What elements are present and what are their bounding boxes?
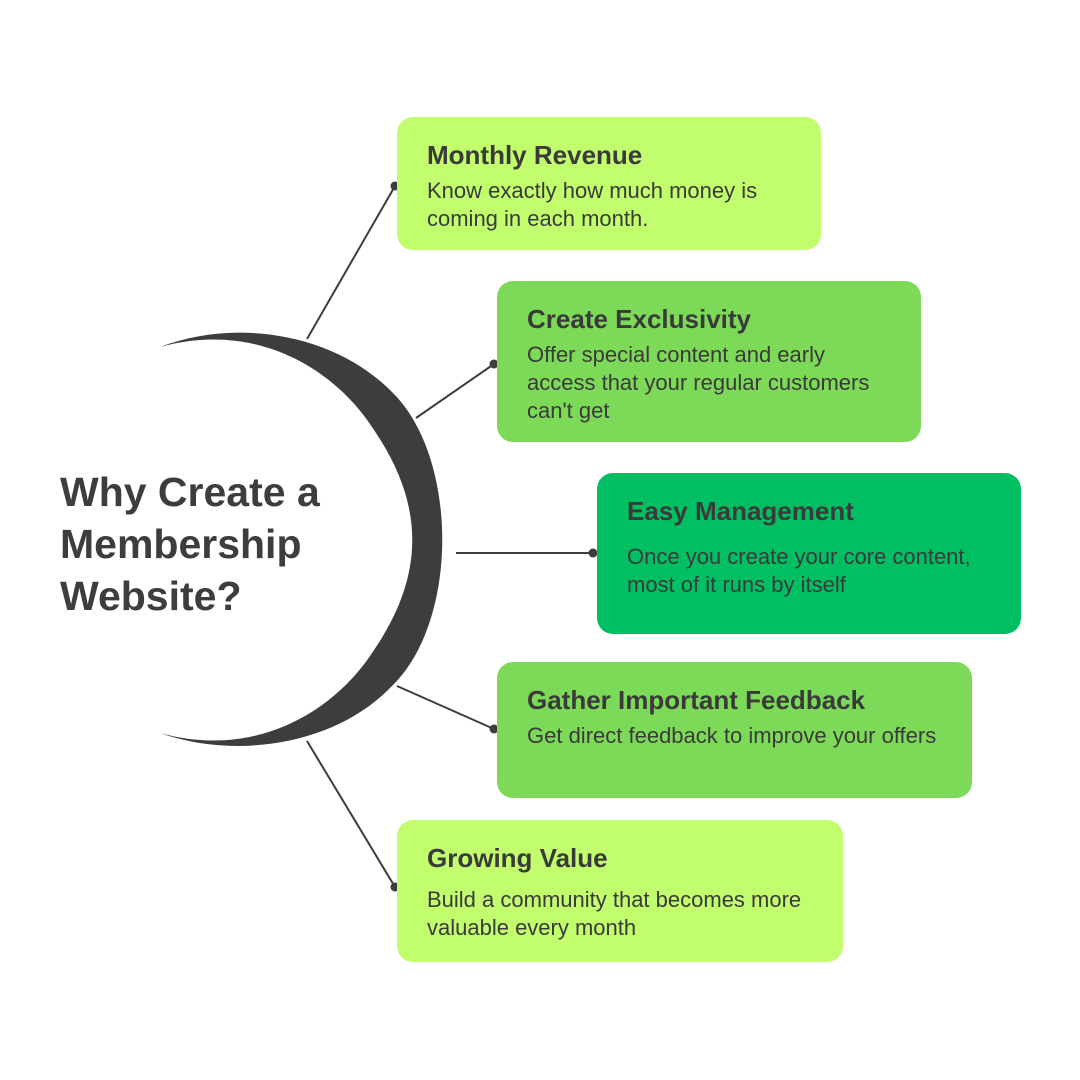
- card-monthly-revenue: Monthly Revenue Know exactly how much mo…: [397, 117, 821, 250]
- card-description: Once you create your core content, most …: [627, 544, 971, 597]
- card-description: Build a community that becomes more valu…: [427, 887, 802, 940]
- connector-line-2: [415, 363, 495, 419]
- connector-lines: [306, 185, 593, 888]
- connector-dot-3: [588, 548, 598, 558]
- card-title: Monthly Revenue: [427, 140, 643, 170]
- connector-dot-2: [489, 359, 499, 369]
- connector-line-1: [306, 185, 396, 340]
- card-title: Create Exclusivity: [527, 304, 752, 334]
- card-title: Growing Value: [427, 843, 608, 873]
- card-description: Know exactly how much money is coming in…: [427, 178, 758, 231]
- connector-line-5: [306, 740, 396, 888]
- card-create-exclusivity: Create Exclusivity Offer special content…: [497, 281, 921, 442]
- card-description: Get direct feedback to improve your offe…: [527, 723, 937, 748]
- card-growing-value: Growing Value Build a community that bec…: [397, 820, 843, 962]
- card-easy-management: Easy Management Once you create your cor…: [597, 473, 1021, 634]
- card-title: Easy Management: [627, 496, 854, 526]
- connector-dot-4: [489, 724, 499, 734]
- card-gather-feedback: Gather Important Feedback Get direct fee…: [497, 662, 972, 798]
- connector-line-4: [396, 685, 495, 730]
- main-title: Why Create a Membership Website?: [60, 469, 320, 619]
- card-title: Gather Important Feedback: [527, 685, 866, 715]
- card-description: Offer special content and early access t…: [527, 342, 870, 423]
